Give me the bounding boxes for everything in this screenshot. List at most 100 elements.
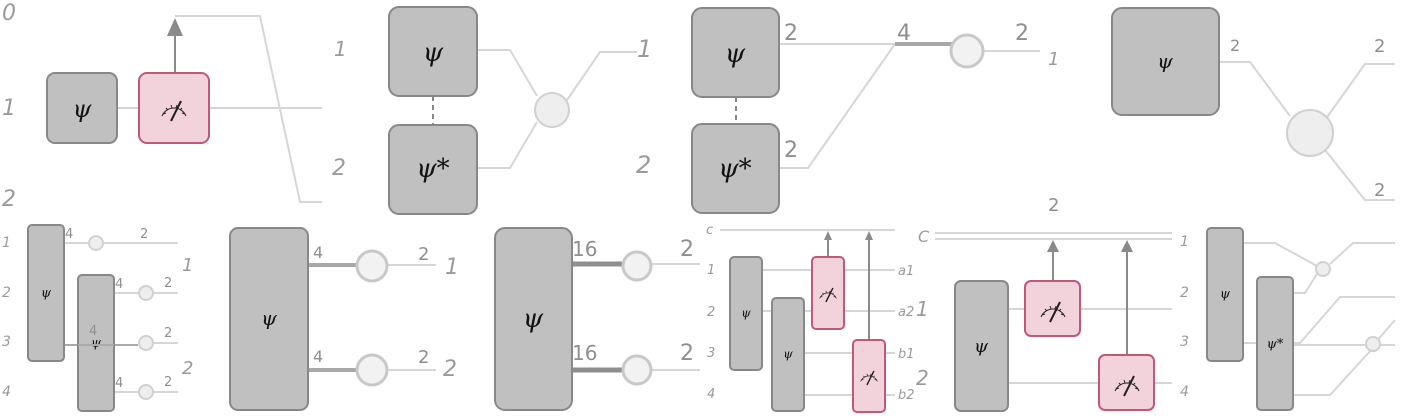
state-label: ψ xyxy=(41,286,52,301)
dim-label: 4 xyxy=(65,227,73,242)
state-box xyxy=(46,72,118,144)
wire xyxy=(1293,273,1318,294)
conjugate-state-label: ψ* xyxy=(416,154,449,184)
wire xyxy=(566,51,637,101)
dim-label: 2 xyxy=(1374,36,1385,57)
wire xyxy=(175,15,322,203)
dim-label: 2 xyxy=(1048,195,1059,216)
panel-10: 1 2 3 4 ψ ψ* xyxy=(1180,227,1396,411)
state-label: ψ xyxy=(91,336,102,351)
dim-label: 2 xyxy=(140,227,148,242)
state-box xyxy=(771,297,805,412)
panel2-right-1: 1 xyxy=(637,35,652,63)
panel5-left-1: 1 xyxy=(2,235,11,251)
far-label: 1 xyxy=(916,297,929,321)
arrow-head-icon xyxy=(1047,240,1059,252)
panel-9: C 2 ψ xyxy=(918,195,1172,412)
arrow-head-icon xyxy=(1121,240,1133,252)
panel8-left-2: 2 xyxy=(707,305,715,320)
state-box xyxy=(1111,7,1220,116)
contraction-node xyxy=(621,250,653,282)
contraction-node xyxy=(138,384,154,400)
wire xyxy=(1329,242,1395,265)
wire xyxy=(779,43,896,169)
state-label: ψ xyxy=(974,336,989,357)
dim-label: 2 xyxy=(418,347,429,368)
panel-7: ψ 16 16 2 2 xyxy=(494,227,700,411)
state-label: ψ xyxy=(523,304,544,334)
output-label: 1 xyxy=(445,255,459,280)
contraction-node xyxy=(949,33,985,69)
state-box xyxy=(388,6,478,97)
panel8-left-3: 3 xyxy=(707,346,715,361)
wire xyxy=(1324,63,1395,121)
conjugate-state-label: ψ* xyxy=(1267,337,1284,352)
state-label: ψ xyxy=(725,39,746,69)
panel5-left-3: 3 xyxy=(2,334,11,350)
dim-label: 16 xyxy=(572,237,597,261)
wire xyxy=(1293,348,1373,396)
output-label: b1 xyxy=(898,347,915,362)
panel-2: 1 2 1 ψ ψ* xyxy=(332,6,652,215)
dim-label: 4 xyxy=(313,243,323,262)
contraction-node xyxy=(355,249,389,283)
far-label: 2 xyxy=(916,366,929,390)
output-label: 2 xyxy=(443,357,457,382)
dim-label: 2 xyxy=(1230,36,1240,55)
wire xyxy=(477,49,538,97)
arrow-head-icon xyxy=(167,18,183,36)
state-label: ψ xyxy=(1157,49,1173,73)
dim-label: 4 xyxy=(115,376,123,391)
panel1-label-0: 0 xyxy=(2,1,16,26)
dim-label: 2 xyxy=(164,326,172,341)
dim-label: 4 xyxy=(115,277,123,292)
dim-label: 2 xyxy=(164,276,172,291)
contraction-node xyxy=(138,335,154,351)
dim-label: 2 xyxy=(1374,180,1385,201)
state-label: ψ xyxy=(741,306,751,320)
panel2-left-1: 1 xyxy=(334,37,347,61)
panel-3: 2 ψ ψ* 2 2 4 2 1 xyxy=(636,7,1059,214)
conjugate-state-label: ψ* xyxy=(718,154,751,184)
panel5-right-1: 1 xyxy=(182,255,193,276)
dim-label: 2 xyxy=(1015,21,1029,46)
panel-4: ψ 2 2 2 xyxy=(1111,7,1395,201)
state-box xyxy=(691,7,780,98)
dim-label: 4 xyxy=(313,347,323,366)
dim-label: 4 xyxy=(897,21,911,46)
conjugate-state-box xyxy=(691,123,780,214)
contraction-node xyxy=(138,285,154,301)
classical-label: c xyxy=(706,223,713,238)
output-label: a1 xyxy=(898,264,914,279)
arrow-head-icon xyxy=(865,231,873,240)
panel1-label-1: 1 xyxy=(2,96,16,121)
output-label: a2 xyxy=(898,305,914,320)
measurement-box xyxy=(1098,354,1155,411)
state-box xyxy=(77,274,115,412)
wire xyxy=(1243,242,1318,267)
state-box xyxy=(494,227,573,411)
dim-label: 2 xyxy=(784,138,798,163)
conjugate-state-box xyxy=(388,124,478,215)
panel-5: 1 2 3 4 ψ ψ 4 4 4 4 2 2 2 2 1 2 xyxy=(2,224,193,412)
output-label: b2 xyxy=(898,388,915,403)
state-box xyxy=(954,280,1009,412)
contraction-node xyxy=(534,92,570,128)
panel10-label-2: 2 xyxy=(1180,285,1189,301)
wire xyxy=(1324,149,1395,201)
state-box xyxy=(229,227,309,411)
dim-label: 2 xyxy=(784,21,798,46)
panel8-left-4: 4 xyxy=(707,387,715,402)
panel3-left-label: 2 xyxy=(636,151,651,179)
panel-1: 0 1 2 ψ xyxy=(2,1,322,212)
state-label: ψ xyxy=(783,347,793,361)
contraction-node xyxy=(621,354,653,386)
conjugate-state-box xyxy=(1256,276,1294,411)
state-label: ψ xyxy=(423,38,444,68)
panel10-label-3: 3 xyxy=(1180,334,1189,350)
state-box xyxy=(1206,227,1244,362)
contraction-node xyxy=(1315,261,1331,277)
arrow-head-icon xyxy=(824,231,832,240)
dim-label: 2 xyxy=(418,244,429,265)
